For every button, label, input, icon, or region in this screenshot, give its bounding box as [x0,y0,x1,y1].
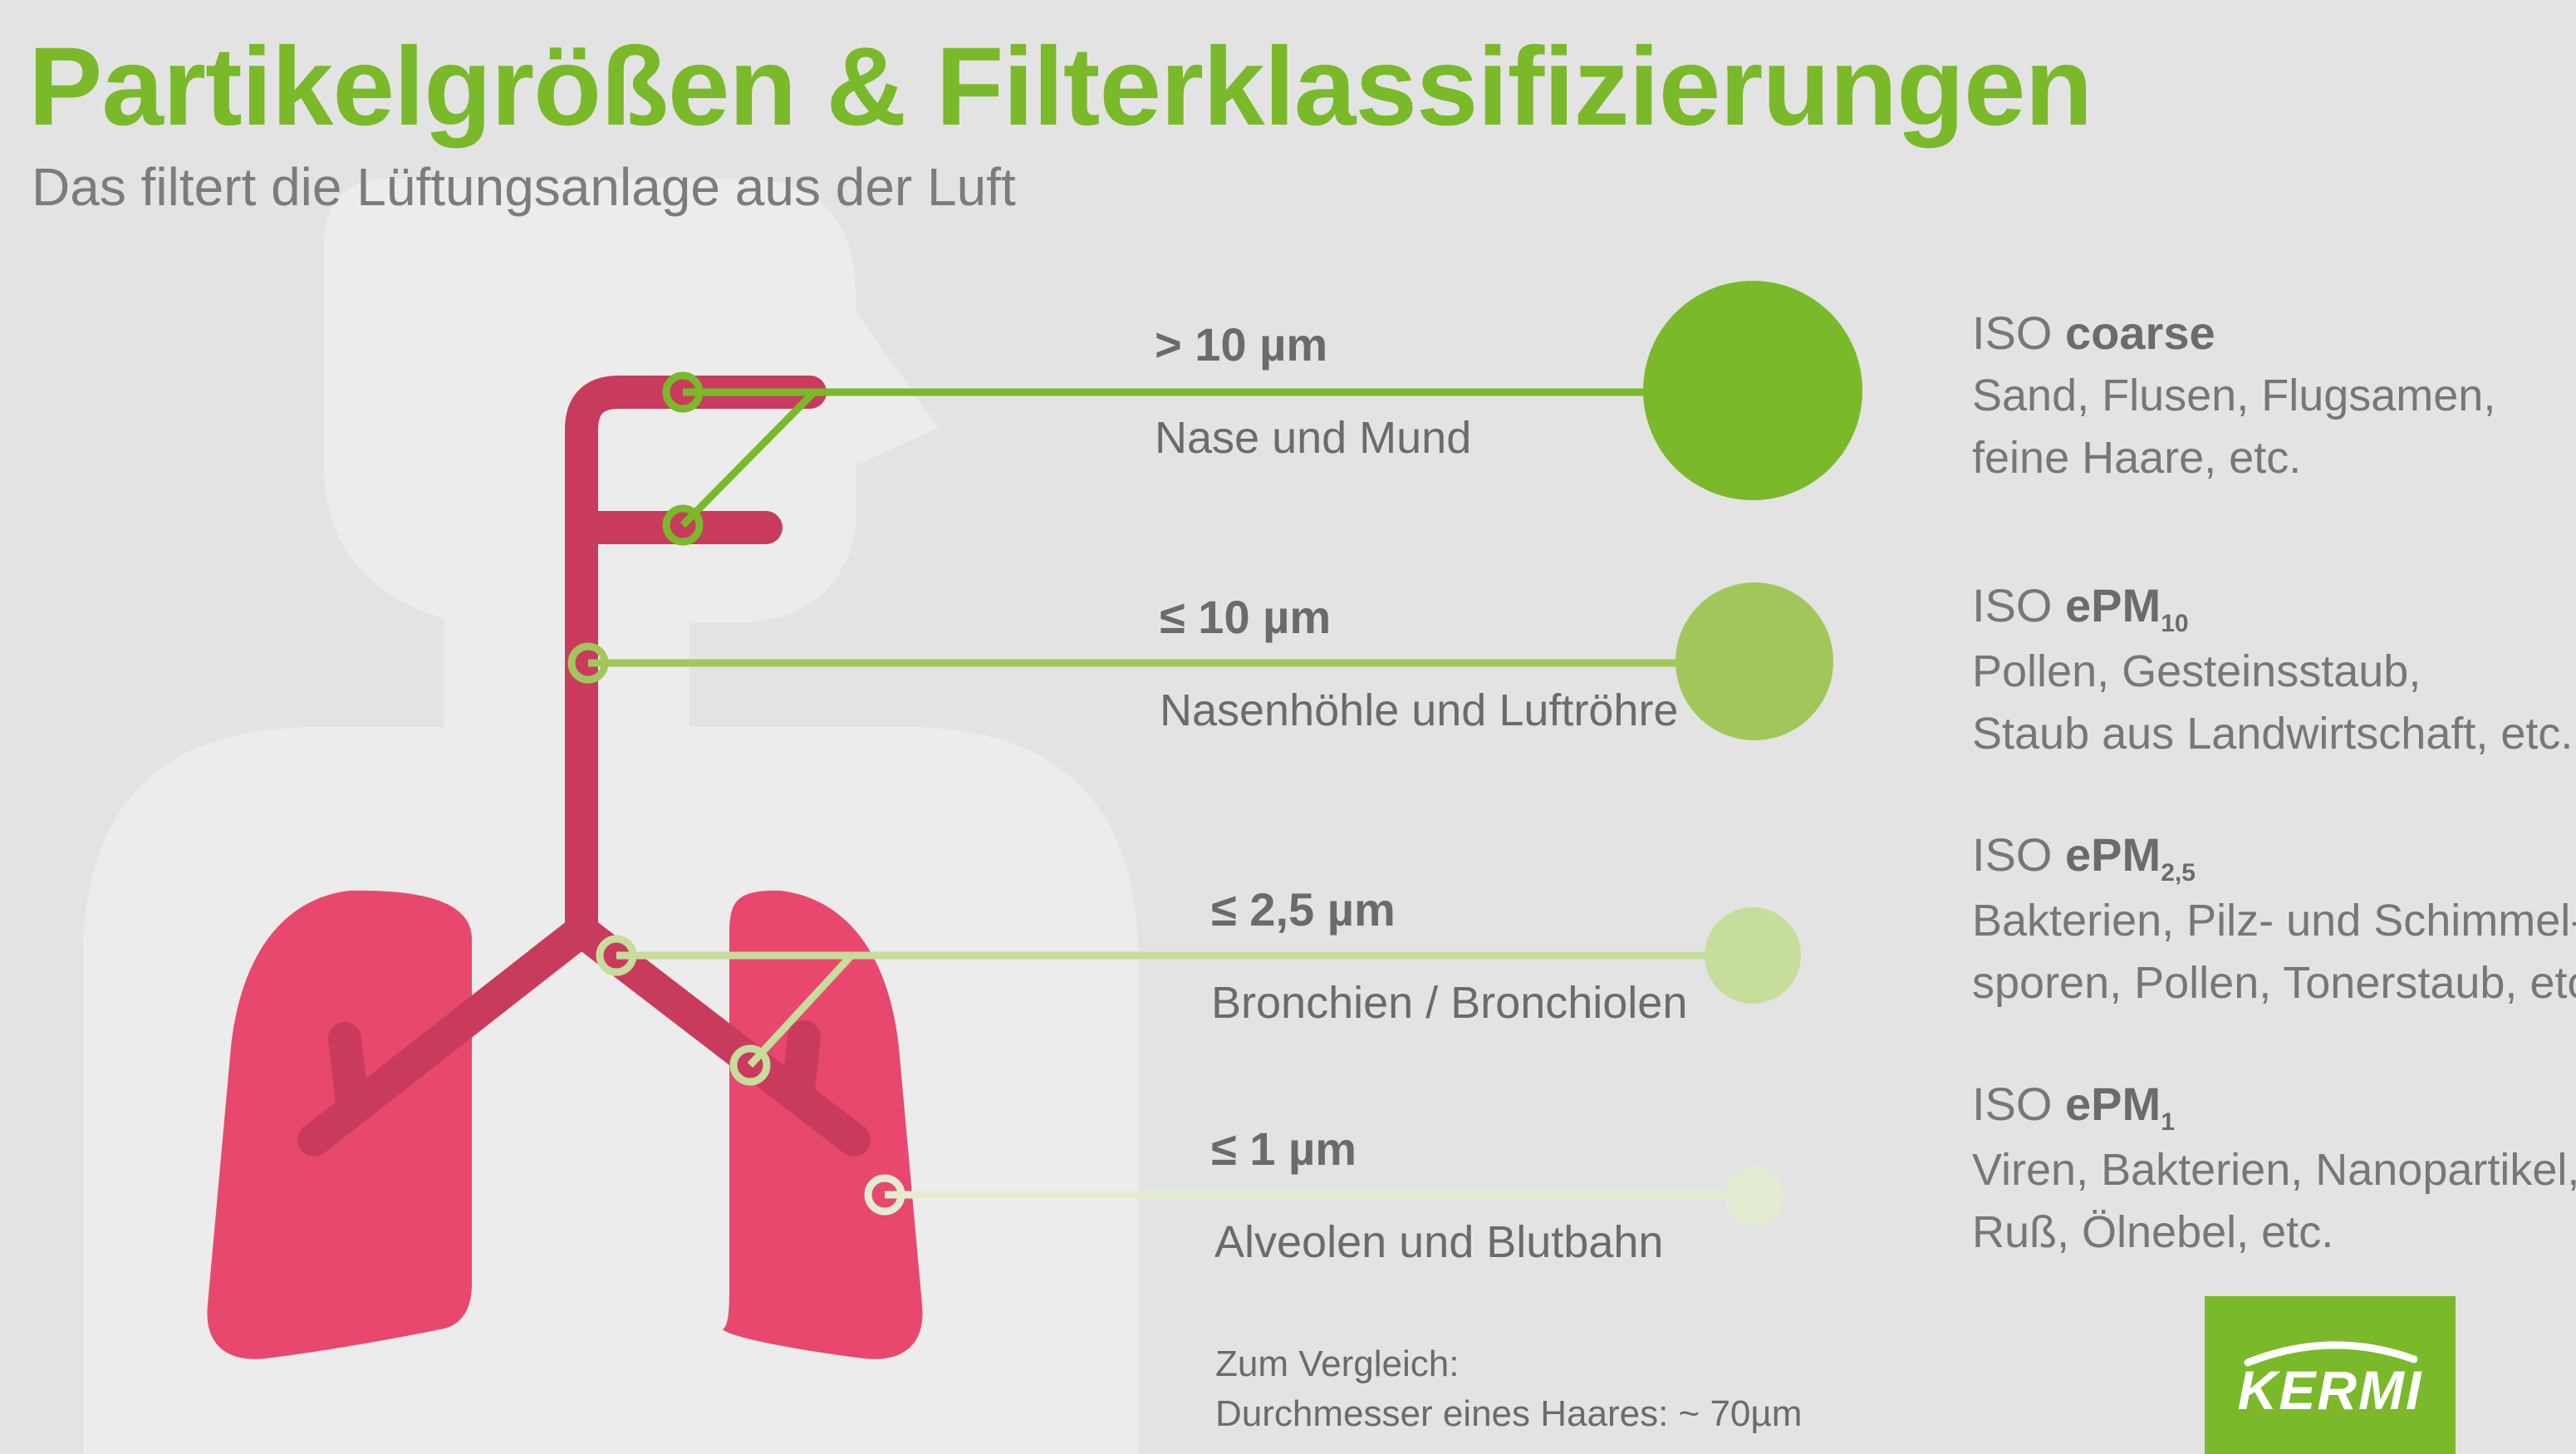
logo-arc-icon [2244,1341,2418,1367]
iso-class-subscript: 10 [2161,610,2189,637]
iso-class-coarse: ISO coarse Sand, Flusen, Flugsamen, fein… [1972,301,2495,489]
particle-size-circle-epm10 [1676,582,1833,740]
examples-line-2: sporen, Pollen, Tonerstaub, etc. [1972,957,2576,1008]
particle-size-circle-coarse [1643,281,1862,500]
iso-prefix: ISO [1972,307,2053,359]
iso-class-epm1: ISO ePM1 Viren, Bakterien, Nanopartikel,… [1972,1072,2576,1263]
iso-heading: ISO ePM1 [1972,1072,2576,1139]
right-sub-bronchus [781,1020,821,1113]
location-label-epm1: Alveolen und Blutbahn [1214,1217,1664,1267]
airway-marker-epm25-2 [729,1044,771,1086]
location-label-coarse: Nase und Mund [1155,413,1472,463]
iso-prefix: ISO [1972,828,2053,881]
iso-heading: ISO ePM10 [1972,573,2573,641]
page-subtitle: Das filtert die Lüftungsanlage aus der L… [32,157,1016,217]
size-label-epm1: ≤ 1 µm [1211,1122,1357,1175]
left-sub-bronchus [328,1022,370,1126]
connector-branch-coarse [680,389,817,528]
iso-class-epm25: ISO ePM2,5 Bakterien, Pilz- und Schimmel… [1972,823,2576,1014]
airway-marker-epm25-1 [596,935,637,976]
iso-class-epm10: ISO ePM10 Pollen, Gesteinsstaub, Staub a… [1972,573,2573,764]
examples-line-2: Ruß, Ölnebel, etc. [1972,1206,2334,1257]
examples-line-2: Staub aus Landwirtschaft, etc. [1972,708,2574,759]
iso-class-name: ePM [2065,828,2161,881]
location-label-epm10: Nasenhöhle und Luftröhre [1160,685,1679,735]
airway-marker-coarse-1 [662,371,704,413]
connector-branch-epm25 [747,952,855,1068]
page-title: Partikelgrößen & Filterklassifizierungen [28,25,2093,149]
examples-line-1: Sand, Flusen, Flugsamen, [1972,371,2496,421]
iso-class-name: ePM [2065,579,2161,631]
logo-wordmark: KERMI [2237,1359,2423,1421]
airway-marker-epm10-1 [567,642,609,684]
iso-heading: ISO coarse [1972,301,2495,365]
iso-class-name: ePM [2065,1078,2161,1130]
size-label-epm25: ≤ 2,5 µm [1211,883,1396,936]
size-label-coarse: > 10 µm [1155,318,1328,371]
iso-class-subscript: 1 [2161,1108,2175,1136]
examples-line-1: Bakterien, Pilz- und Schimmel- [1972,896,2576,946]
size-label-epm10: ≤ 10 µm [1160,591,1332,643]
particle-size-circle-epm25 [1705,907,1801,1004]
note-line-1: Zum Vergleich: [1215,1343,1460,1384]
location-label-epm25: Bronchien / Bronchiolen [1211,978,1688,1028]
iso-class-subscript: 2,5 [2161,859,2196,887]
examples-line-2: feine Haare, etc. [1972,432,2302,483]
examples-line-1: Pollen, Gesteinsstaub, [1972,646,2421,697]
iso-class-name: coarse [2065,307,2215,359]
connectors [567,281,1862,1226]
airway-marker-epm1-1 [864,1174,905,1216]
iso-prefix: ISO [1972,579,2053,631]
trachea-upper [565,376,827,947]
particle-size-circle-epm1 [1725,1167,1784,1226]
airway-marker-coarse-2 [662,504,704,546]
kermi-logo: KERMI [2205,1296,2456,1454]
examples-line-1: Viren, Bakterien, Nanopartikel, [1972,1145,2576,1196]
note-line-2: Durchmesser eines Haares: ~ 70µm [1215,1393,1803,1434]
comparison-note: Zum Vergleich: Durchmesser eines Haares:… [1215,1339,1802,1439]
iso-heading: ISO ePM2,5 [1972,823,2576,890]
iso-prefix: ISO [1972,1078,2053,1130]
